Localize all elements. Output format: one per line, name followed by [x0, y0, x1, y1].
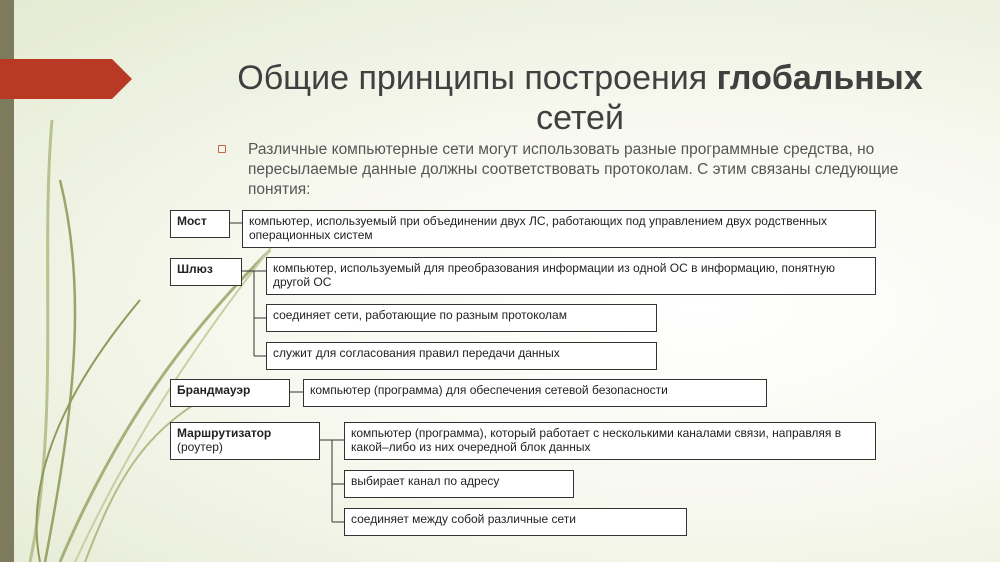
term-router-subname: (роутер): [177, 440, 223, 454]
def-router-1: компьютер (программа), который работает …: [344, 422, 876, 460]
def-router-3: соединяет между собой различные сети: [344, 508, 687, 536]
def-gateway-1: компьютер, используемый для преобразован…: [266, 257, 876, 295]
term-gateway: Шлюз: [170, 258, 242, 286]
def-router-2: выбирает канал по адресу: [344, 470, 574, 498]
title-regular: Общие принципы построения: [237, 59, 717, 97]
def-firewall-1: компьютер (программа) для обеспечения се…: [303, 379, 767, 407]
intro-text: Различные компьютерные сети могут исполь…: [248, 141, 899, 198]
title-arrow: [0, 59, 132, 99]
def-bridge-1: компьютер, используемый при объединении …: [242, 210, 876, 248]
def-gateway-3: служит для согласования правил передачи …: [266, 342, 657, 370]
term-firewall: Брандмауэр: [170, 379, 290, 407]
decorative-sidebar: [0, 0, 14, 562]
term-router-name: Маршрутизатор: [177, 426, 272, 440]
def-gateway-2: соединяет сети, работающие по разным про…: [266, 304, 657, 332]
title-bold: глобальных: [716, 59, 923, 97]
term-router: Маршрутизатор (роутер): [170, 422, 320, 460]
title-line2: сетей: [536, 99, 624, 137]
slide-title: Общие принципы построения глобальных сет…: [200, 58, 960, 138]
term-bridge: Мост: [170, 210, 230, 238]
bullet-icon: [218, 145, 226, 153]
